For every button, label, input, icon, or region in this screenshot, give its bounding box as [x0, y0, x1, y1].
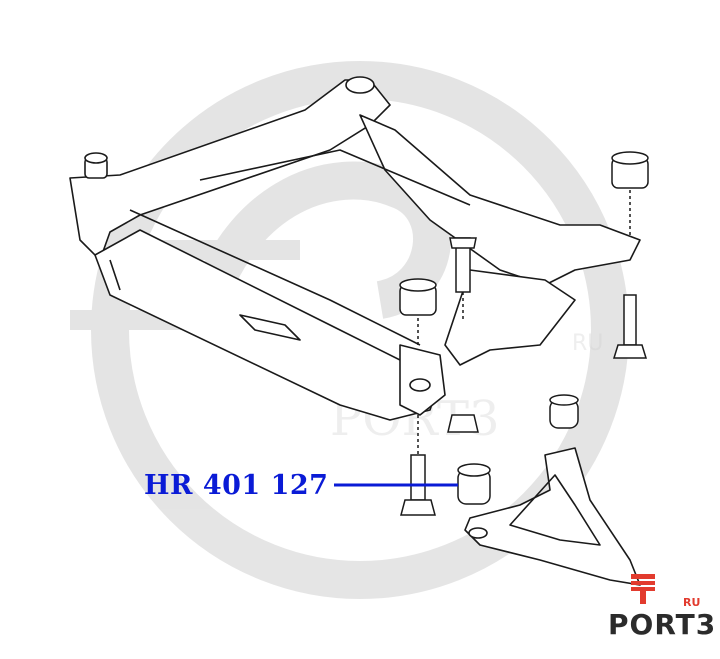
front-bracket [239, 314, 301, 341]
subframe [69, 76, 641, 421]
rear-side [444, 269, 576, 366]
inner-edge-3 [109, 259, 121, 291]
control-arm-body [464, 447, 641, 586]
inner-edge-1 [129, 209, 421, 346]
piston-icon [631, 574, 655, 604]
part-number-label: HR 401 127 [144, 470, 329, 501]
rear-mount-top [345, 76, 375, 94]
front-bolt-head [400, 499, 436, 516]
right-rail [359, 114, 641, 286]
center-nut [447, 414, 479, 433]
target-bushing-top [457, 463, 491, 477]
brand-wordmark: PORT3 [608, 608, 717, 641]
front-upper-bushing-top [399, 278, 437, 292]
control-arm-inner [509, 474, 601, 546]
brand-logo: RU PORT3 [606, 572, 715, 642]
brand-superscript: RU [683, 596, 701, 609]
upper-right-bushing-top [611, 151, 649, 165]
right-bolt-head [612, 344, 648, 359]
rear-lower-bushing-top [549, 394, 579, 406]
left-mount-top [84, 152, 108, 164]
watermark-ru: RU [572, 331, 603, 356]
right-bolt-shank [623, 294, 637, 346]
inner-edge-2 [199, 149, 471, 206]
lower-control-arm [464, 447, 641, 586]
center-bolt-head [449, 237, 477, 249]
front-bolt-shank [410, 454, 426, 501]
front-mount-hole [409, 378, 431, 392]
hardware [399, 151, 649, 516]
control-arm-hole [468, 527, 488, 539]
